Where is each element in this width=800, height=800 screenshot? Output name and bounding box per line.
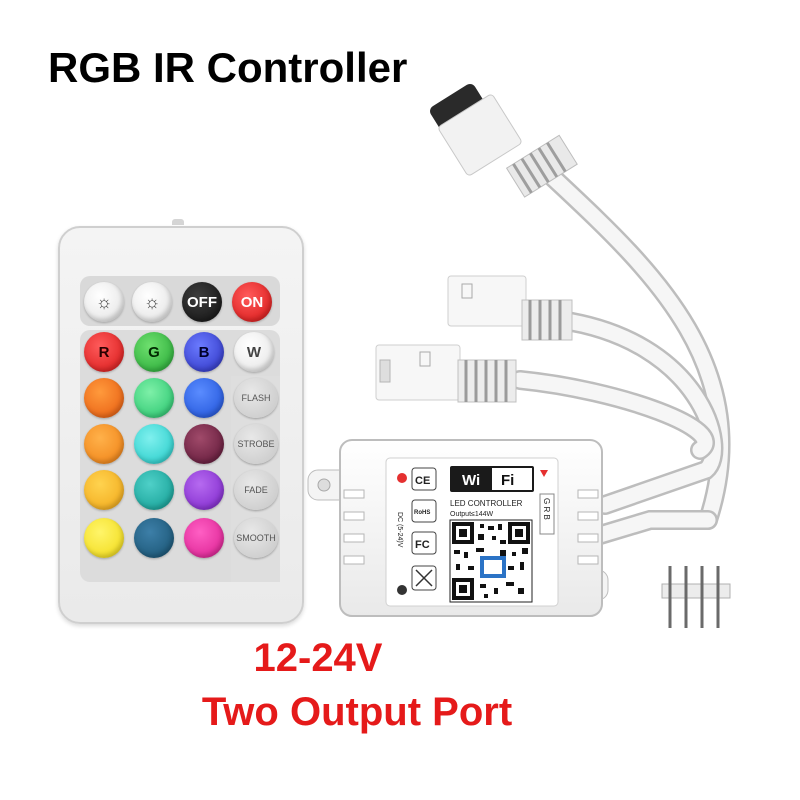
voltage-text: 12-24V — [253, 636, 383, 680]
red-button[interactable]: R — [84, 332, 124, 372]
controller-model: LED CONTROLLER — [450, 499, 523, 508]
flash-button[interactable]: FLASH — [234, 378, 278, 418]
color-royal-blue-button[interactable] — [184, 378, 224, 418]
controller-output: Output≤144W — [450, 511, 494, 518]
color-yellow-button[interactable] — [84, 518, 124, 558]
brightness-down-button[interactable]: ☼ — [132, 282, 172, 322]
wifi-label-fi: Fi — [501, 472, 514, 489]
wifi-label-wi: Wi — [462, 472, 480, 489]
color-amber-button[interactable] — [84, 424, 124, 464]
color-purple-button[interactable] — [184, 470, 224, 510]
green-button[interactable]: G — [134, 332, 174, 372]
sun-dim-icon: ☼ — [143, 291, 161, 312]
cables — [510, 160, 731, 545]
white-label: W — [246, 343, 262, 361]
color-orange-button[interactable] — [84, 378, 124, 418]
color-cyan-button[interactable] — [134, 424, 174, 464]
fcc-mark: FC — [415, 539, 430, 551]
controller-dc: DC (5-24)V — [396, 512, 403, 548]
on-label: ON — [240, 293, 264, 311]
strobe-label: STROBE — [237, 439, 275, 449]
ce-mark: CE — [415, 475, 430, 487]
green-label: G — [148, 343, 160, 361]
qr-code — [449, 519, 533, 603]
controller-pins: G R B — [542, 498, 551, 520]
color-plum-button[interactable] — [184, 424, 224, 464]
off-label: OFF — [187, 293, 217, 311]
top-connector — [430, 83, 578, 198]
red-label: R — [98, 343, 110, 361]
blue-button[interactable]: B — [184, 332, 224, 372]
pin-header — [661, 566, 731, 628]
fade-button[interactable]: FADE — [234, 470, 278, 510]
smooth-button[interactable]: SMOOTH — [234, 518, 278, 558]
on-button[interactable]: ON — [232, 282, 272, 322]
female-connector-2 — [375, 344, 517, 403]
off-button[interactable]: OFF — [182, 282, 222, 322]
remote-ir-emitter — [172, 219, 184, 225]
color-magenta-button[interactable] — [184, 518, 224, 558]
flash-label: FLASH — [241, 393, 271, 403]
color-teal-button[interactable] — [134, 470, 174, 510]
smooth-label: SMOOTH — [236, 533, 276, 543]
fade-label: FADE — [244, 485, 268, 495]
page-title: RGB IR Controller — [48, 44, 408, 91]
color-steel-blue-button[interactable] — [134, 518, 174, 558]
sun-icon: ☼ — [95, 291, 113, 312]
brightness-up-button[interactable]: ☼ — [84, 282, 124, 322]
color-mint-button[interactable] — [134, 378, 174, 418]
color-gold-button[interactable] — [84, 470, 124, 510]
blue-label: B — [198, 343, 210, 361]
output-port-text: Two Output Port — [201, 690, 513, 734]
female-connector-1 — [447, 275, 573, 341]
rohs-mark: RoHS — [414, 510, 430, 516]
white-button[interactable]: W — [234, 332, 274, 372]
strobe-button[interactable]: STROBE — [234, 424, 278, 464]
